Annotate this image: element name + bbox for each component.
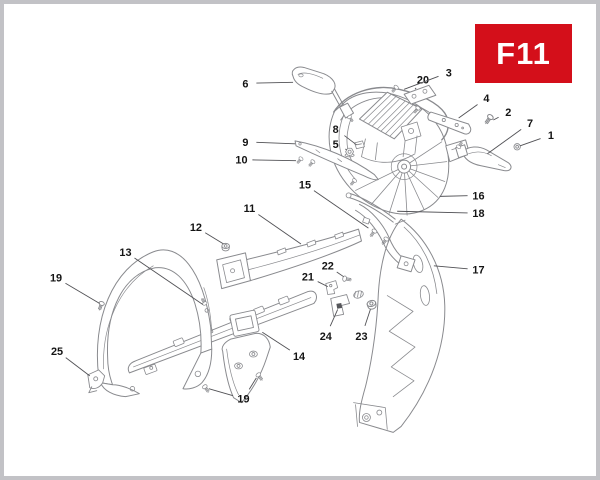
reflector-bracket [229,309,260,337]
part-1-washer [513,143,521,151]
callout-label-25-24: 25 [51,346,63,358]
leader-line-12-15 [204,232,224,245]
page-code-text: F11 [496,35,551,71]
callout-label-18-13: 18 [472,208,484,220]
part-22-screw [341,275,353,284]
leader-line-15-11 [313,190,369,229]
leader-line-22-19 [336,271,344,278]
leader-line-19-25 [208,388,234,397]
part-18-bracket [355,203,416,273]
part-21-clip [325,280,339,295]
part-20-plate [389,84,437,115]
part-13-clip [199,296,209,313]
callout-label-14-23: 14 [293,351,305,363]
leader-line-14-23 [262,331,291,351]
part-9-strip [294,140,379,181]
part-25-bracket [87,369,106,394]
part-24-bracket [330,294,351,317]
sill-flap [221,332,271,404]
part-4-pad [427,111,472,135]
callout-label-24-21: 24 [320,331,332,343]
hugger-flap [182,348,213,390]
callout-label-16-12: 16 [472,190,484,202]
part-6-bracket [291,66,355,124]
callout-label-22-19: 22 [322,261,334,273]
leader-line-11-14 [258,214,302,245]
part-11-rail [216,228,362,290]
callout-label-6-0: 6 [242,78,248,90]
callout-label-2-4: 2 [505,107,511,119]
part-5-nut [344,147,355,158]
part-13-hugger [96,249,213,398]
leader-line-4-3 [458,104,478,119]
leader-line-23-22 [364,309,371,326]
part-8-clip [354,140,365,150]
part-14-sill [127,290,317,404]
callout-label-17-17: 17 [472,265,484,277]
leader-line-17-17 [433,265,468,270]
part-10-screws [295,155,317,169]
callout-label-19-25: 19 [237,394,249,406]
callout-label-23-22: 23 [355,331,367,343]
callout-label-7-5: 7 [527,118,533,130]
leader-line-25-24 [65,357,91,377]
exploded-diagram: 6203427191085151618111213171922212423142… [50,66,554,433]
leader-line-2-4 [493,116,499,121]
leader-line-19-25 [248,377,257,390]
leader-line-20-1 [414,87,417,90]
leader-line-6-0 [256,81,294,84]
leader-line-7-5 [487,129,522,155]
leader-line-1-6 [519,138,541,147]
rack-support [361,121,422,163]
callout-label-13-16: 13 [119,247,131,259]
callout-label-11-14: 11 [244,203,256,215]
callout-label-15-11: 15 [299,179,311,191]
leader-line-19-18 [65,282,100,304]
page-code-badge: F11 [475,24,572,83]
part-7-lever [455,140,512,172]
part-12-grommet [221,242,230,252]
leader-line-8-9 [344,135,357,146]
spacer-knurled [353,290,364,299]
callout-label-10-8: 10 [235,155,247,167]
callout-label-5-10: 5 [333,139,339,151]
leader-line-18-13 [397,210,468,214]
leader-line-13-16 [134,257,204,305]
callout-label-4-3: 4 [483,93,489,105]
leader-line-16-12 [439,195,468,197]
callout-label-9-7: 9 [242,137,248,149]
callout-label-12-15: 12 [190,222,202,234]
callout-label-19-18: 19 [50,273,62,285]
leader-line-21-20 [317,281,328,288]
leader-line-9-7 [256,141,296,145]
part-2-screw [482,112,495,126]
leader-line-10-8 [252,159,297,162]
leader-line-5-10 [345,148,347,151]
callout-label-21-20: 21 [302,272,314,284]
callout-label-3-2: 3 [446,67,452,79]
part-15-stay [345,192,396,223]
leader-line-3-2 [403,75,439,90]
part-17-side-arm [353,218,446,433]
part-23-grommet-nut [365,298,378,311]
callout-label-8-9: 8 [333,124,339,136]
callout-label-1-6: 1 [548,130,554,142]
leader-line-24-21 [329,309,339,327]
carrier-rack [359,91,423,140]
